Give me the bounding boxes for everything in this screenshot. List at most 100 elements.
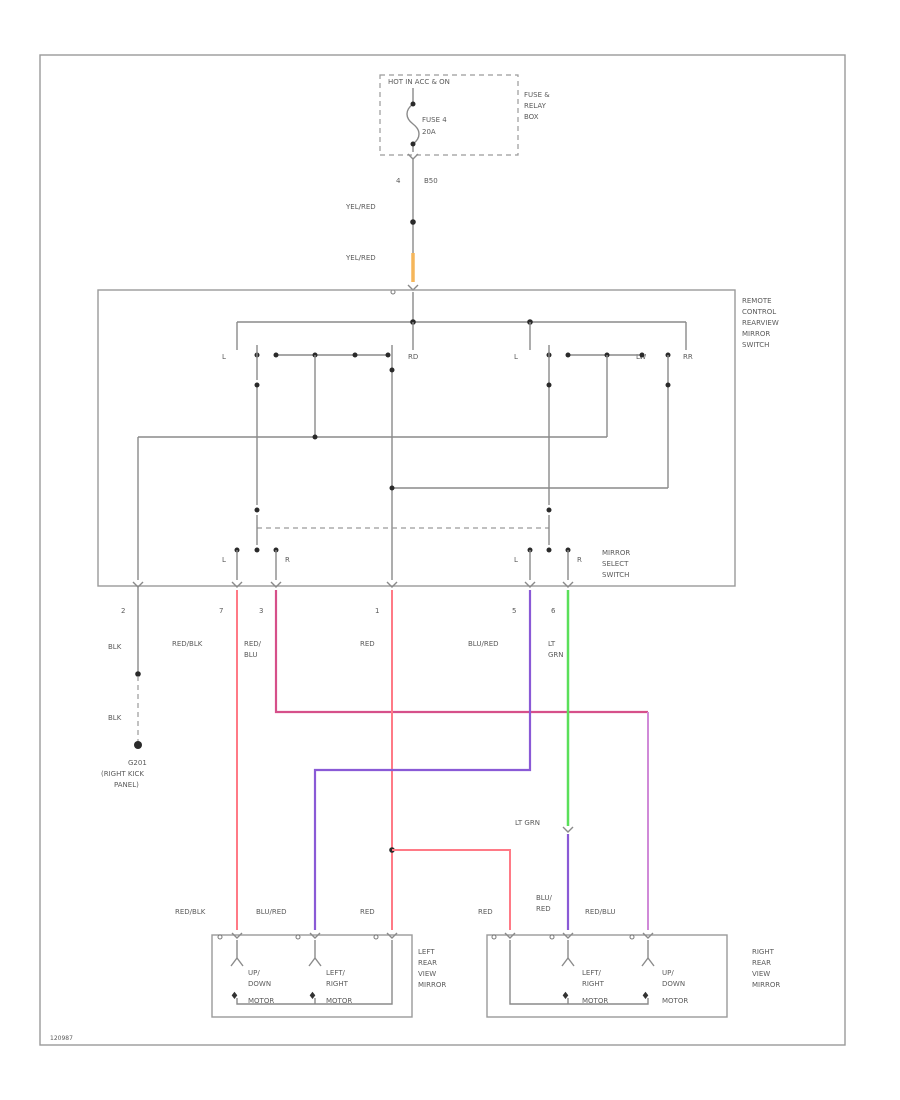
pin-marker (629, 934, 635, 940)
connector-symbol (407, 153, 419, 160)
ground-location: PANEL) (114, 781, 139, 789)
motor-label: UP/ (662, 969, 674, 977)
fuse-terminal (410, 141, 416, 147)
wire-label-redblk: RED/BLK (172, 640, 203, 648)
connector-symbol (504, 932, 516, 939)
connector-symbol (231, 932, 243, 939)
switch-title: SWITCH (742, 341, 769, 349)
mirror-title: REAR (418, 959, 437, 967)
pin-marker (491, 934, 497, 940)
connector-symbol (561, 956, 575, 967)
wire-label-left-red: RED (360, 908, 375, 916)
switch-contact (546, 382, 552, 388)
mirror-title: REAR (752, 959, 771, 967)
pin-marker (549, 934, 555, 940)
connector-symbol (308, 956, 322, 967)
wire-label-red: RED (360, 640, 375, 648)
fuse-label: FUSE 4 (422, 116, 447, 124)
motor-label: LEFT/ (582, 969, 602, 977)
wire-label-ltgrn: GRN (548, 651, 564, 659)
fuse-box-label: BOX (524, 113, 539, 121)
switch-contact (639, 352, 645, 358)
fuse-relay-box (379, 74, 519, 156)
wire-label-blured-lower: BLU/ (536, 894, 552, 902)
connector-symbol (562, 932, 574, 939)
switch-contact (254, 382, 260, 388)
mirror-title: LEFT (418, 948, 435, 956)
wire-label-left-blured: BLU/RED (256, 908, 287, 916)
wire-label-yelred: YEL/RED (345, 254, 376, 262)
select-switch-label: SWITCH (602, 571, 629, 579)
fuse-symbol (406, 88, 420, 152)
ground-location: (RIGHT KICK (101, 770, 144, 778)
switch-contact (254, 547, 260, 553)
select-contact-label: L (222, 556, 226, 564)
wire-label-ltgrn-lower: LT GRN (515, 819, 540, 827)
select-contact-label: R (577, 556, 582, 564)
wire-label-redblu: BLU (244, 651, 257, 659)
pin-number: 2 (121, 607, 125, 615)
mirror-title: VIEW (752, 970, 770, 978)
right-rear-view-mirror-box (486, 934, 728, 1018)
select-switch-label: SELECT (602, 560, 629, 568)
wire-label-left-redblk: RED/BLK (175, 908, 206, 916)
remote-control-switch-box (97, 289, 736, 587)
switch-contact (352, 352, 358, 358)
motor-label: LEFT/ (326, 969, 346, 977)
switch-title: REARVIEW (742, 319, 779, 327)
pin-number: 5 (512, 607, 516, 615)
ground-id: G201 (128, 759, 147, 767)
pin-number: 6 (551, 607, 556, 615)
fuse-box-label: RELAY (524, 102, 547, 110)
switch-contact (665, 382, 671, 388)
pin-number: 3 (259, 607, 263, 615)
motor-label: MOTOR (248, 997, 274, 1005)
motor-label: RIGHT (326, 980, 349, 988)
motor-icon: ♦ (641, 991, 650, 1002)
mirror-title: RIGHT (752, 948, 775, 956)
wire-label-yelred: YEL/RED (345, 203, 376, 211)
connector-symbol (386, 932, 398, 939)
switch-contact-label: L (514, 353, 518, 361)
connector-symbol (407, 284, 419, 291)
motor-icon: ♦ (561, 991, 570, 1002)
select-contact-label: L (514, 556, 518, 564)
connector-symbol (562, 581, 574, 588)
switch-contact (546, 507, 552, 513)
pin-number: 1 (375, 607, 379, 615)
connector-symbol (386, 581, 398, 588)
switch-title: REMOTE (742, 297, 772, 305)
connector-symbol (641, 956, 655, 967)
switch-contact-label: L (222, 353, 226, 361)
wire-label-right-red: RED (478, 908, 493, 916)
motor-label: RIGHT (582, 980, 605, 988)
mirror-title: MIRROR (418, 981, 446, 989)
motor-label: UP/ (248, 969, 260, 977)
hot-label: HOT IN ACC & ON (388, 78, 450, 86)
splice-dot (410, 219, 416, 225)
wire-label-blured: BLU/RED (468, 640, 499, 648)
connector-symbol (231, 581, 243, 588)
motor-label: DOWN (662, 980, 685, 988)
splice-dot (389, 485, 395, 491)
wire-red-blu (274, 590, 648, 714)
switch-contact (385, 352, 391, 358)
connector-pin: 4 (396, 177, 401, 185)
connector-symbol (642, 932, 654, 939)
wire-label-blk: BLK (108, 643, 122, 651)
splice-dot (312, 434, 318, 440)
mirror-title: VIEW (418, 970, 436, 978)
wire-label-blured-lower: RED (536, 905, 551, 913)
wire-blu-red (313, 590, 532, 930)
fuse-box-label: FUSE & (524, 91, 550, 99)
switch-contact-label: RR (683, 353, 693, 361)
motor-label: MOTOR (582, 997, 608, 1005)
pin-number: 7 (219, 607, 223, 615)
switch-contact (546, 547, 552, 553)
switch-contact (273, 352, 279, 358)
motor-icon: ♦ (308, 991, 317, 1002)
switch-title: CONTROL (742, 308, 776, 316)
splice-dot (135, 671, 141, 677)
internal-wire (509, 940, 649, 1005)
diagram-code: 120987 (50, 1035, 73, 1042)
